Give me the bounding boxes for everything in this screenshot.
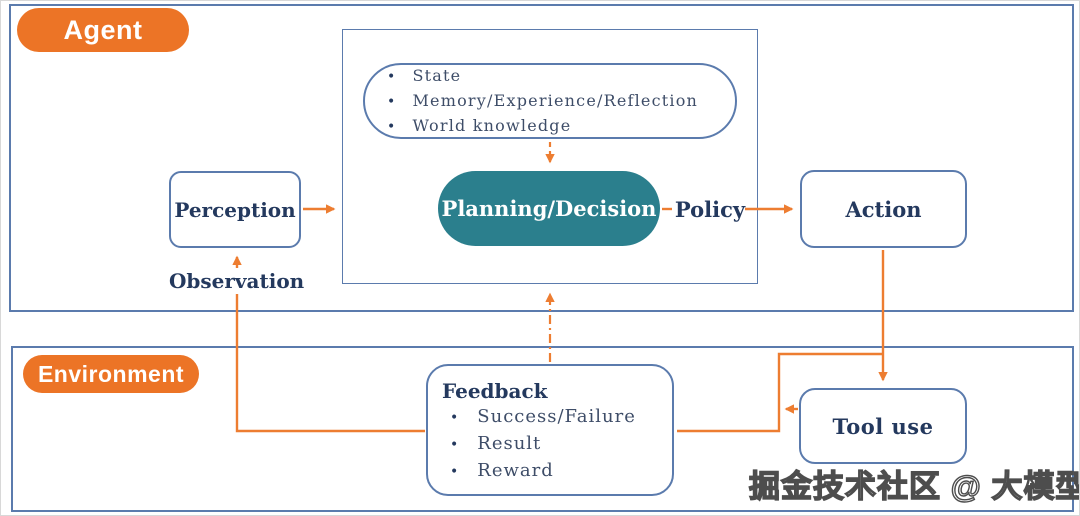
tool-use-label: Tool use: [832, 413, 934, 439]
list-item-text: State: [412, 65, 462, 85]
perception-label: Perception: [174, 197, 296, 222]
list-item: • State: [387, 64, 698, 89]
list-item-text: Reward: [477, 460, 554, 481]
feedback-node: Feedback • Success/Failure • Result • Reward: [426, 364, 674, 496]
feedback-list: • Success/Failure • Result • Reward: [442, 404, 662, 485]
bullet-icon: •: [387, 68, 397, 85]
list-item-text: World knowledge: [412, 115, 572, 135]
bullet-icon: •: [387, 118, 397, 135]
bullet-icon: •: [387, 93, 397, 110]
list-item: • Memory/Experience/Reflection: [387, 89, 698, 114]
list-item: • Success/Failure: [442, 404, 662, 431]
watermark-text: 掘金技术社区 @ 大模型教程: [748, 468, 1079, 504]
perception-node: Perception: [169, 171, 301, 248]
agent-container-box: [9, 4, 1074, 312]
list-item-text: Success/Failure: [477, 406, 636, 427]
planning-decision-label: Planning/Decision: [441, 196, 657, 221]
agent-label-text: Agent: [63, 14, 143, 45]
policy-label: Policy: [674, 197, 746, 222]
action-label: Action: [845, 196, 922, 222]
knowledge-list: • State • Memory/Experience/Reflection • Worl…: [387, 64, 698, 139]
knowledge-capsule: • State • Memory/Experience/Reflection • Worl…: [363, 63, 737, 139]
tool-use-node: Tool use: [799, 388, 967, 464]
agent-section-label: Agent: [17, 8, 189, 52]
bullet-icon: •: [450, 410, 460, 426]
environment-label-text: Environment: [37, 360, 185, 387]
environment-section-label: Environment: [23, 355, 199, 393]
list-item-text: Result: [477, 433, 542, 454]
feedback-title: Feedback: [442, 379, 548, 403]
bullet-icon: •: [450, 437, 460, 453]
list-item: • World knowledge: [387, 114, 698, 139]
planning-module-box: [342, 29, 758, 284]
list-item: • Reward: [442, 458, 662, 485]
list-item: • Result: [442, 431, 662, 458]
list-item-text: Memory/Experience/Reflection: [412, 90, 699, 110]
bullet-icon: •: [450, 464, 460, 480]
action-node: Action: [800, 170, 967, 248]
planning-decision-node: Planning/Decision: [438, 171, 660, 246]
observation-label: Observation: [169, 268, 305, 294]
